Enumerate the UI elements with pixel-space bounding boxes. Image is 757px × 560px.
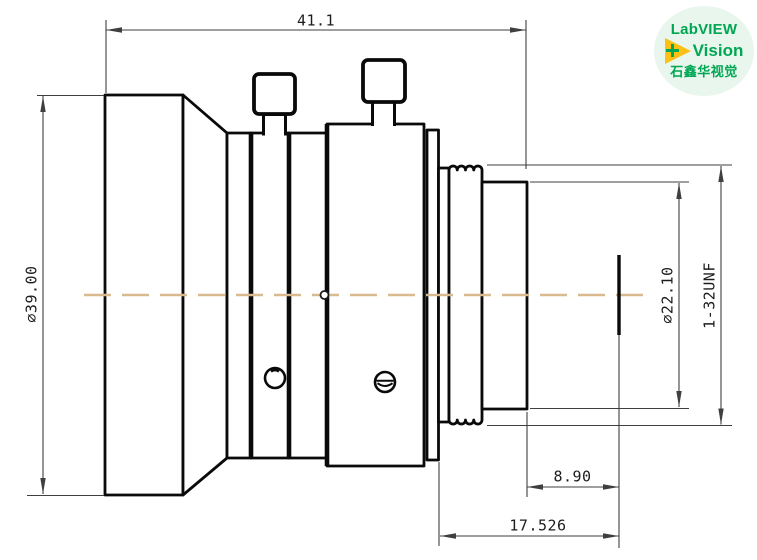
arrow-left	[527, 484, 543, 490]
lock-knob-1	[252, 72, 297, 116]
dim-rear-diameter-label: ∅22.10	[659, 266, 677, 323]
dim-rear-section-length: 8.90	[526, 412, 619, 497]
play-plus-icon	[664, 37, 692, 64]
set-screw-2	[373, 370, 397, 394]
dim-overall-length-label: 41.1	[297, 12, 335, 30]
arrow-left	[106, 27, 122, 33]
dim-front-diameter: ∅39.00	[23, 94, 104, 497]
dim-overall-length: 41.1	[105, 12, 527, 169]
lock-knob-stem-1	[262, 113, 287, 136]
arrow-right	[603, 484, 619, 490]
lens-body	[103, 58, 529, 497]
arrow-down	[676, 391, 682, 407]
center-mark	[319, 290, 330, 300]
arrow-left	[440, 533, 456, 539]
dim-mount-section-length-label: 17.526	[509, 517, 566, 535]
dim-mount-section-length: 17.526	[438, 462, 619, 546]
logo-vision-row: Vision	[654, 37, 754, 64]
arrow-right	[603, 533, 619, 539]
labview-vision-logo: LabVIEW Vision 石鑫华视觉	[654, 6, 754, 96]
arrow-up	[718, 166, 724, 182]
lock-knob-stem-2	[371, 100, 396, 126]
dim-rear-diameter: ∅22.10	[530, 181, 689, 410]
plus-icon-bar	[670, 44, 675, 57]
dim-front-diameter-label: ∅39.00	[23, 265, 41, 322]
logo-text-labview: LabVIEW	[670, 21, 738, 38]
dim-mount-thread-label: 1-32UNF	[701, 262, 719, 329]
arrow-up	[676, 183, 682, 199]
set-screw-1-slot	[269, 367, 281, 373]
logo-text-vision: Vision	[692, 40, 744, 60]
logo-text-chinese: 石鑫华视觉	[670, 64, 738, 79]
set-screw-2-slot-arc	[376, 382, 394, 387]
arrow-down	[40, 478, 46, 494]
lock-knob-2	[361, 58, 407, 104]
arrow-right	[510, 27, 526, 33]
dim-rear-section-length-label: 8.90	[553, 468, 591, 486]
arrow-down	[718, 408, 724, 425]
dim-mount-thread: 1-32UNF	[487, 164, 732, 427]
arrow-up	[40, 96, 46, 112]
